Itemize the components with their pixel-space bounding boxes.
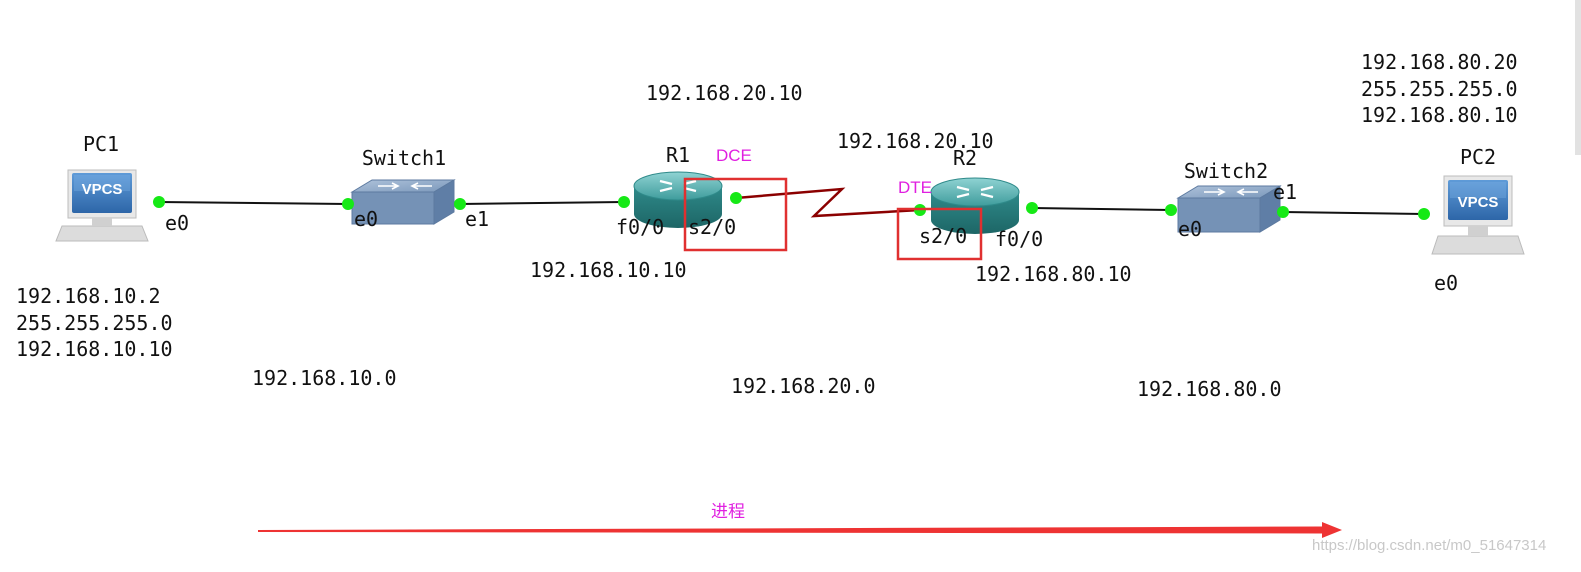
switch1-node[interactable]: Switch1	[350, 146, 456, 225]
port-dot-r1-s2[interactable]	[730, 192, 742, 204]
r2-label: R2	[953, 146, 977, 170]
pc2-mask: 255.255.255.0	[1361, 77, 1518, 101]
r2-fa-address: 192.168.80.10	[975, 262, 1132, 286]
router-icon	[930, 177, 1020, 234]
pc1-gateway: 192.168.10.10	[16, 337, 173, 361]
port-label-sw1-e0: e0	[354, 207, 378, 231]
switch2-label: Switch2	[1184, 159, 1268, 183]
port-dot-r2-f0[interactable]	[1026, 202, 1038, 214]
r1-serial-address: 192.168.20.10	[646, 81, 803, 105]
link-pc1-switch1[interactable]	[158, 201, 349, 205]
r1-fa-address: 192.168.10.10	[530, 258, 687, 282]
highlight-box-r1-s2	[683, 177, 788, 252]
port-label-pc1-e0: e0	[165, 211, 189, 235]
vpcs-badge: VPCS	[1458, 194, 1499, 211]
link-switch2-pc2[interactable]	[1282, 211, 1425, 215]
switch2-node[interactable]: Switch2	[1176, 159, 1282, 233]
pc1-mask: 255.255.255.0	[16, 311, 173, 335]
scrollbar[interactable]	[1575, 0, 1581, 155]
computer-icon	[55, 169, 149, 242]
pc2-label: PC2	[1460, 145, 1496, 169]
network-label-80: 192.168.80.0	[1137, 377, 1282, 401]
r1-label: R1	[666, 143, 690, 167]
port-label-r1-f0: f0/0	[616, 215, 664, 239]
pc2-ip: 192.168.80.20	[1361, 50, 1518, 74]
port-dot-sw2-e1[interactable]	[1277, 206, 1289, 218]
link-switch1-r1[interactable]	[459, 201, 625, 205]
serial-role-dte: DTE	[898, 178, 932, 197]
port-dot-r1-f0[interactable]	[618, 196, 630, 208]
pc2-gateway: 192.168.80.10	[1361, 103, 1518, 127]
port-dot-sw1-e0[interactable]	[342, 198, 354, 210]
process-label: 进程	[711, 502, 745, 521]
port-label-sw2-e1: e1	[1273, 180, 1297, 204]
r2-node[interactable]: R2	[930, 146, 1020, 234]
vpcs-badge: VPCS	[82, 181, 123, 198]
port-dot-pc2-e0[interactable]	[1418, 208, 1430, 220]
network-label-20: 192.168.20.0	[731, 374, 876, 398]
highlight-box-r2-s2	[896, 207, 983, 261]
process-arrow-icon	[258, 522, 1342, 538]
port-label-r2-f0: f0/0	[995, 227, 1043, 251]
port-dot-sw1-e1[interactable]	[454, 198, 466, 210]
port-label-r1-s2: s2/0	[688, 215, 736, 239]
port-dot-pc1-e0[interactable]	[153, 196, 165, 208]
computer-icon	[1431, 175, 1525, 255]
port-dot-sw2-e0[interactable]	[1165, 204, 1177, 216]
switch-icon	[350, 179, 456, 225]
port-label-r2-s2: s2/0	[919, 224, 967, 248]
pc2-node[interactable]: VPCS PC2	[1431, 145, 1525, 255]
pc1-label: PC1	[83, 132, 119, 156]
port-label-sw1-e1: e1	[465, 207, 489, 231]
link-serial-r1-r2[interactable]	[735, 187, 921, 218]
pc1-ip: 192.168.10.2	[16, 284, 161, 308]
port-label-sw2-e0: e0	[1178, 217, 1202, 241]
serial-role-dce: DCE	[716, 146, 752, 165]
switch1-label: Switch1	[362, 146, 446, 170]
port-label-pc2-e0: e0	[1434, 271, 1458, 295]
link-r2-switch2[interactable]	[1031, 207, 1172, 211]
r1-node[interactable]: R1	[633, 143, 723, 228]
switch-icon	[1176, 185, 1282, 233]
network-label-10: 192.168.10.0	[252, 366, 397, 390]
pc1-node[interactable]: VPCS PC1	[55, 132, 149, 242]
r2-serial-address: 192.168.20.10	[837, 129, 994, 153]
watermark: https://blog.csdn.net/m0_51647314	[1312, 537, 1546, 554]
